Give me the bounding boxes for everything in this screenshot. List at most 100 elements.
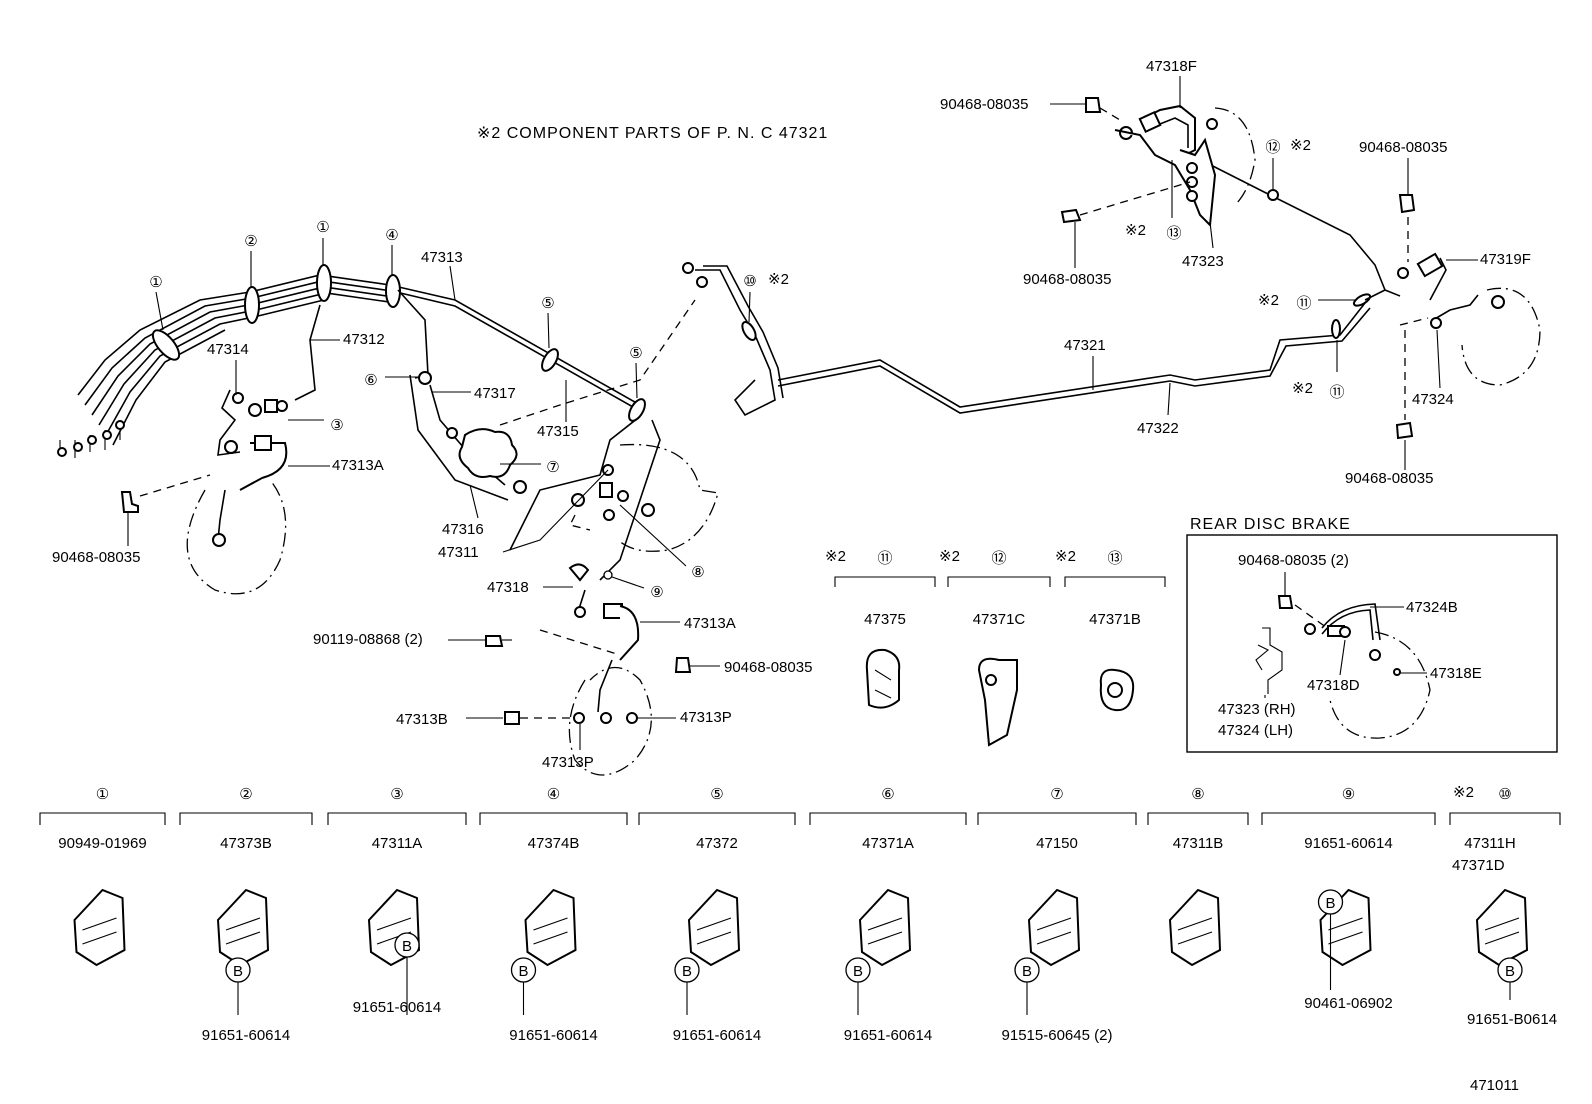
bolt-part-number: 91651-60614 (844, 1027, 932, 1044)
bottom-group-2: ② 47373B B 91651-60614 (179, 786, 313, 1044)
center-brake-lines (777, 156, 1401, 414)
callout-5b: ⑤ (629, 345, 642, 362)
kit-part-shape (865, 648, 901, 709)
group-marker: ⑩ (1498, 786, 1511, 803)
group-part-number: 47373B (220, 835, 272, 852)
label-90119: 90119-08868 (2) (313, 631, 423, 648)
label-47313P-bottom: 47313P (542, 754, 594, 771)
group-marker: ④ (547, 786, 560, 803)
rear-disc-hose: 47324B (1406, 599, 1458, 616)
group-bracket (1449, 812, 1561, 825)
rear-brake-assembly-top (1060, 97, 1541, 440)
callout-9: ⑨ (650, 584, 663, 601)
label-90468-c: 90468-08035 (940, 96, 1028, 113)
label-47323: 47323 (1182, 253, 1224, 270)
callout-12: ⑫ (1265, 139, 1280, 156)
group-bracket (327, 812, 467, 825)
label-47313A-right: 47313A (684, 615, 736, 632)
group-bracket (809, 812, 967, 825)
front-brake-line-bundle (57, 262, 784, 776)
kit-marker: ⑫ (991, 550, 1006, 567)
group-part-shape (524, 888, 577, 967)
kit-part-number: 47371C (973, 611, 1026, 628)
group-marker: ⑨ (1342, 786, 1355, 803)
callout-11a: ⑪ (1296, 295, 1311, 312)
label-47313: 47313 (421, 249, 463, 266)
kit-note: ※2 (939, 548, 960, 565)
label-47318F: 47318F (1146, 58, 1197, 75)
group-part-shape (687, 888, 741, 967)
label-90468-a: 90468-08035 (52, 549, 140, 566)
bolt-marker: B (1022, 963, 1032, 980)
callout-11a-note: ※2 (1258, 292, 1279, 309)
group-part-number: 90949-01969 (58, 835, 146, 852)
callout-13-note: ※2 (1125, 222, 1146, 239)
group-extra-part: 47371D (1452, 857, 1505, 874)
group-bracket (977, 812, 1137, 825)
kit-part-number: 47375 (864, 611, 906, 628)
group-bracket (479, 812, 628, 825)
bolt-part-number: 91651-60614 (353, 999, 441, 1016)
callout-7: ⑦ (546, 459, 559, 476)
kit-bracket (1064, 576, 1166, 587)
label-47321: 47321 (1064, 337, 1106, 354)
callout-10: ⑩ (743, 273, 756, 290)
label-47324: 47324 (1412, 391, 1454, 408)
bolt-part-number: 91651-B0614 (1467, 1011, 1557, 1028)
callout-5a: ⑤ (541, 295, 554, 312)
bolt-marker: B (233, 963, 243, 980)
bolt-marker: B (402, 938, 412, 955)
group-part-shape (1168, 888, 1222, 967)
group-part-shape (73, 888, 126, 967)
kit-marker: ⑪ (877, 550, 892, 567)
group-part-number: 47311B (1173, 835, 1224, 852)
rear-disc-plate: 47318E (1430, 665, 1482, 682)
bolt-marker: B (1325, 895, 1335, 912)
group-note: ※2 (1453, 784, 1474, 801)
group-marker: ⑥ (881, 786, 894, 803)
label-47314: 47314 (207, 341, 249, 358)
kit-marker: ⑬ (1107, 550, 1122, 567)
group-marker: ⑦ (1050, 786, 1063, 803)
bolt-part-number: 91651-60614 (202, 1027, 290, 1044)
callout-4: ④ (385, 227, 398, 244)
kit-part-shape (977, 657, 1018, 747)
label-47317: 47317 (474, 385, 516, 402)
bolt-part-number: 90461-06902 (1304, 995, 1392, 1012)
group-part-shape (858, 888, 912, 967)
callout-8: ⑧ (691, 564, 704, 581)
bolt-marker: B (853, 963, 863, 980)
bolt-marker: B (1505, 963, 1515, 980)
group-part-number: 47150 (1036, 835, 1078, 852)
group-marker: ② (239, 786, 252, 803)
label-90468-f: 90468-08035 (1345, 470, 1433, 487)
label-47322: 47322 (1137, 420, 1179, 437)
rear-disc-clip: 47318D (1307, 677, 1360, 694)
callout-1: ① (149, 274, 162, 291)
label-47313A-left: 47313A (332, 457, 384, 474)
label-47312: 47312 (343, 331, 385, 348)
label-90468-e: 90468-08035 (1023, 271, 1111, 288)
callout-11b-note: ※2 (1292, 380, 1313, 397)
group-part-shape (1027, 888, 1081, 967)
callout-13: ⑬ (1166, 225, 1181, 242)
component-note: ※2 COMPONENT PARTS OF P. N. C 47321 (477, 125, 828, 142)
callout-3: ③ (330, 417, 343, 434)
group-bracket (1147, 812, 1249, 825)
kit-part-number: 47371B (1089, 611, 1141, 628)
group-part-number: 47372 (696, 835, 738, 852)
label-47315: 47315 (537, 423, 579, 440)
callout-6: ⑥ (364, 372, 377, 389)
callout-10-note: ※2 (768, 271, 789, 288)
group-marker: ⑤ (710, 786, 723, 803)
